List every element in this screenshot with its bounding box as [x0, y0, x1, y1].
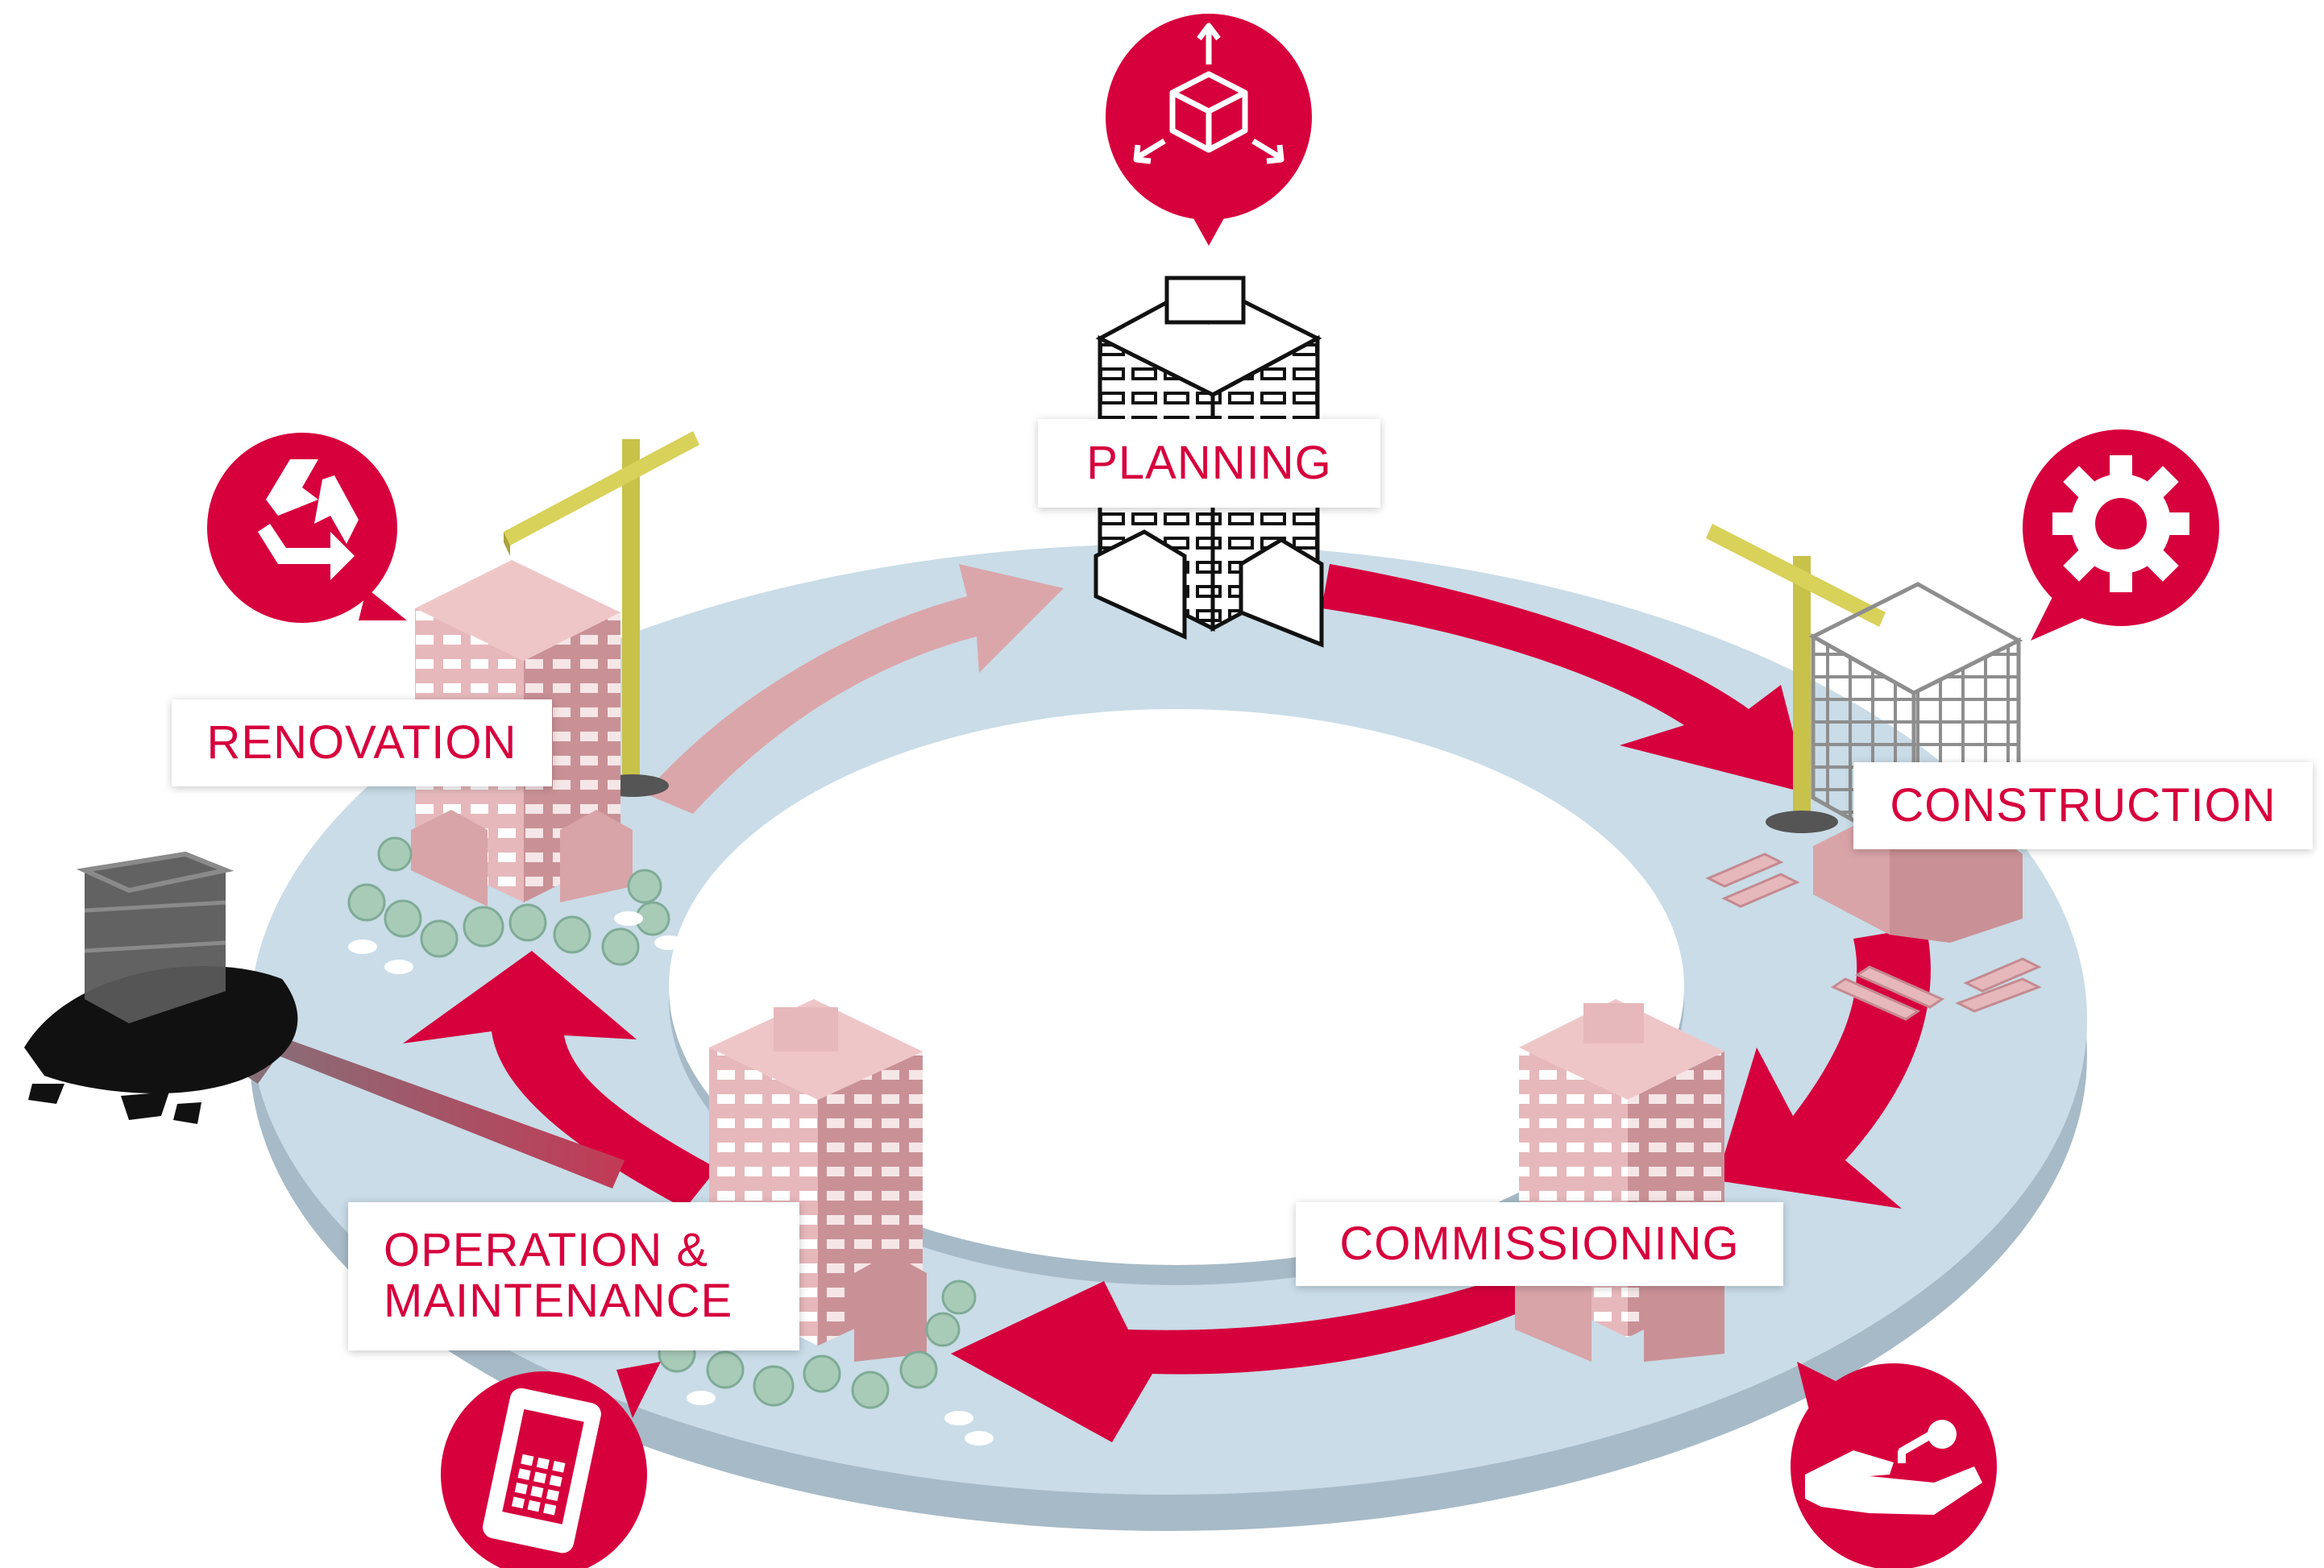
planning-icon-bubble — [1106, 14, 1312, 246]
planning-label: PLANNING — [1038, 419, 1380, 508]
construction-label: CONSTRUCTION — [1853, 762, 2313, 849]
hand-key-icon — [1805, 1420, 1982, 1515]
commissioning-icon-bubble — [1791, 1362, 1997, 1568]
arrow-operation-to-renovation — [403, 951, 717, 1209]
recycle-icon — [258, 459, 359, 580]
commissioning-building — [1515, 999, 1724, 1362]
puddles — [348, 911, 994, 1446]
planning-building — [1094, 276, 1324, 648]
commissioning-label: COMMISSIONING — [1296, 1202, 1783, 1286]
cube-arrows-icon — [1133, 23, 1284, 164]
arrow-demolition — [177, 1007, 625, 1188]
smartphone-icon — [483, 1388, 601, 1553]
faded-arrow-renovation-to-planning — [645, 564, 1064, 814]
renovation-icon-bubble — [207, 433, 407, 623]
gear-icon — [2052, 455, 2189, 592]
operation-icon-bubble — [441, 1362, 661, 1568]
arrow-commissioning-to-operation — [951, 1265, 1571, 1442]
construction-crane — [1706, 524, 1886, 833]
arrow-planning-to-construction — [1322, 564, 1809, 794]
renovation-label: RENOVATION — [172, 699, 552, 786]
construction-beams — [1705, 852, 2042, 1021]
operation-maintenance-label: OPERATION & MAINTENANCE — [348, 1202, 799, 1350]
demolished-building — [24, 851, 298, 1124]
construction-icon-bubble — [2023, 429, 2219, 641]
